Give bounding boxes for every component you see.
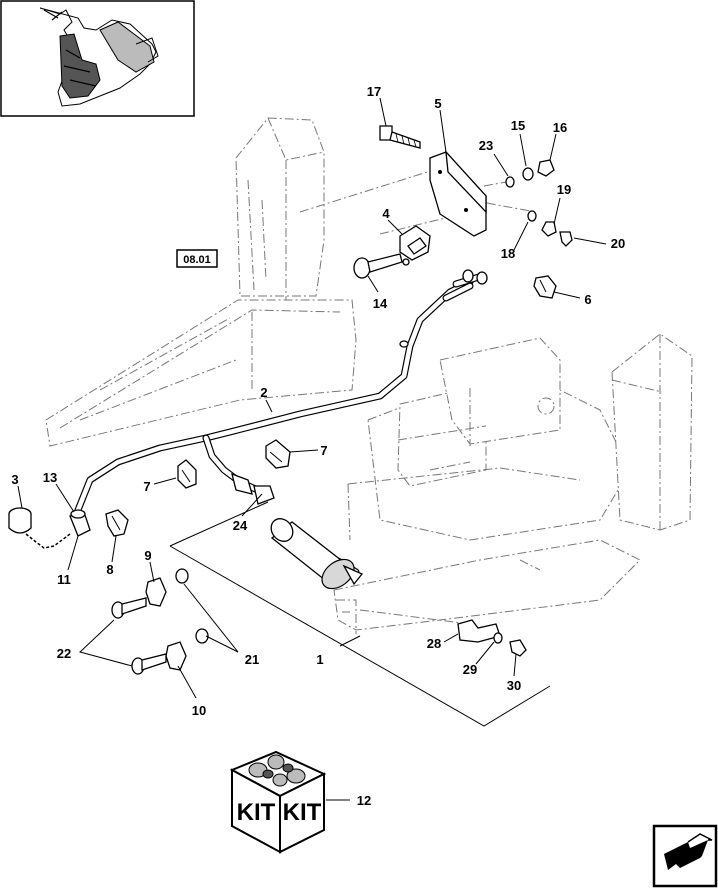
nut-21b — [195, 628, 209, 644]
connector-cap-3 — [8, 507, 71, 549]
clip-7-left — [177, 459, 197, 489]
clip-8 — [105, 509, 129, 537]
bolt-22b — [131, 653, 167, 675]
clip-7-right — [265, 439, 291, 469]
callout-1: 1 — [316, 652, 323, 667]
callout-17: 17 — [367, 84, 381, 99]
callout-29: 29 — [463, 662, 477, 677]
leader-lines — [17, 97, 607, 801]
callout-7b: 7 — [320, 443, 327, 458]
clip-6 — [533, 275, 557, 299]
kit-label-right: KIT — [283, 799, 322, 826]
bolt-22a — [111, 597, 147, 619]
kit-label-left: KIT — [237, 799, 276, 826]
machine-frame-ghost — [45, 117, 693, 634]
callout-11: 11 — [57, 572, 71, 587]
hardware-group-upper — [505, 159, 573, 247]
horn-assembly-1 — [270, 518, 364, 590]
leader-1 — [169, 501, 269, 547]
callout-13: 13 — [43, 470, 57, 485]
callout-4: 4 — [382, 206, 390, 221]
callout-10: 10 — [192, 703, 206, 718]
callout-16: 16 — [553, 120, 567, 135]
callout-12: 12 — [357, 793, 371, 808]
overview-thumbnail — [0, 0, 195, 117]
arrow-next-page-icon[interactable] — [652, 824, 718, 888]
callout-30: 30 — [507, 678, 521, 693]
callout-20: 20 — [611, 236, 625, 251]
callout-5: 5 — [434, 96, 441, 111]
callout-15: 15 — [511, 118, 525, 133]
callout-18: 18 — [501, 246, 515, 261]
callout-21: 21 — [245, 652, 259, 667]
bolt-14 — [353, 253, 403, 279]
callout-24: 24 — [233, 518, 248, 533]
callout-3: 3 — [11, 472, 18, 487]
reference-label: 08.01 — [183, 254, 211, 266]
callout-14: 14 — [373, 296, 388, 311]
leader-1c — [339, 635, 361, 647]
callout-22: 22 — [57, 646, 71, 661]
switch-4 — [399, 225, 431, 266]
bolt-17 — [379, 125, 421, 149]
reference-box: 08.01 — [176, 249, 218, 268]
callout-8: 8 — [106, 562, 113, 577]
callout-6: 6 — [584, 292, 591, 307]
callout-labels: 1 2 3 4 5 6 7 7 8 9 10 11 12 13 14 15 16… — [11, 84, 625, 808]
callout-28: 28 — [427, 636, 441, 651]
callout-23: 23 — [479, 138, 493, 153]
clip-28 — [457, 619, 501, 643]
nut-21a — [175, 568, 189, 584]
callout-7a: 7 — [143, 479, 150, 494]
callout-2: 2 — [260, 385, 267, 400]
callout-19: 19 — [557, 182, 571, 197]
boot-11 — [69, 509, 91, 537]
clip-9 — [145, 577, 167, 607]
bracket-5 — [429, 150, 487, 237]
kit-box-12: KIT KIT — [229, 750, 327, 854]
bolt-30 — [509, 639, 527, 657]
clip-10 — [165, 641, 187, 671]
callout-9: 9 — [144, 548, 151, 563]
leader-1b — [169, 545, 551, 727]
washer-29 — [493, 632, 503, 644]
